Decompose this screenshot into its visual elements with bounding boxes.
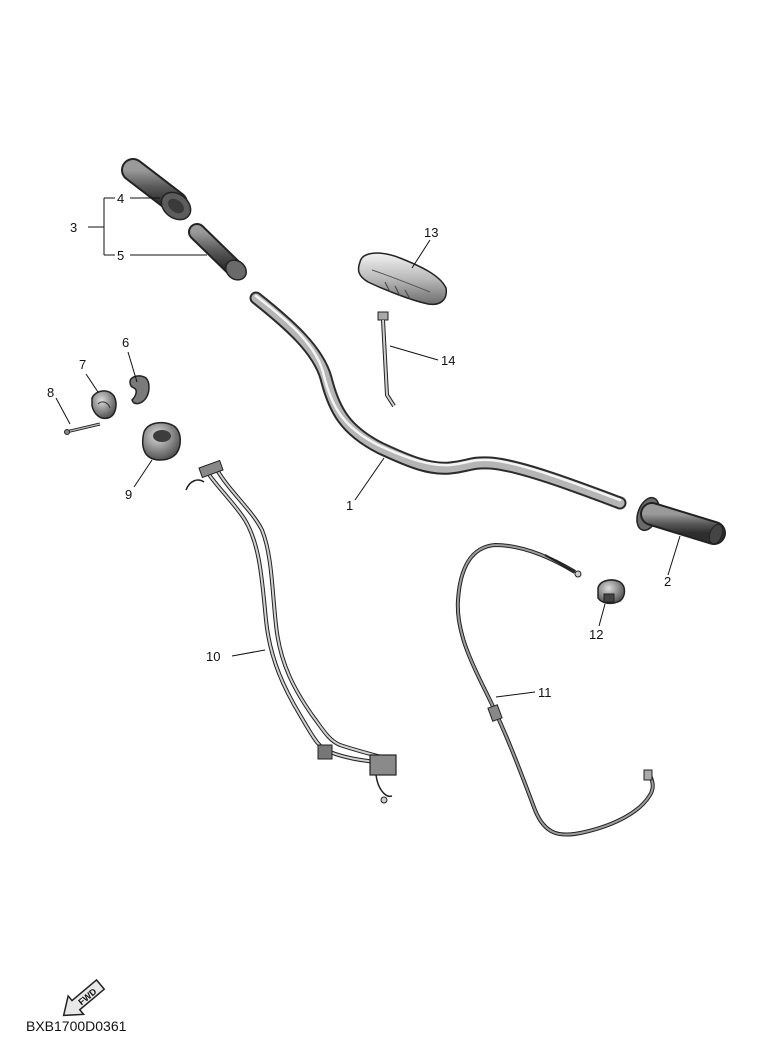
handlebar-part xyxy=(249,291,627,510)
throttle-housing-part xyxy=(141,421,181,461)
callout-11: 11 xyxy=(538,685,552,700)
callout-5: 5 xyxy=(117,248,124,263)
adjuster-part xyxy=(597,579,626,605)
leader-lines xyxy=(55,197,681,698)
callout-9: 9 xyxy=(125,487,132,502)
callout-6: 6 xyxy=(122,335,129,350)
throttle-cable-part xyxy=(185,459,397,804)
callout-numbers: 1 2 3 4 5 6 7 8 9 10 11 12 13 14 xyxy=(47,191,671,700)
throttle-tube-part xyxy=(188,223,247,281)
callout-10: 10 xyxy=(206,649,220,664)
holder-part xyxy=(91,390,117,420)
handlebar-pad-part xyxy=(357,252,448,306)
callout-14: 14 xyxy=(441,353,455,368)
callout-8: 8 xyxy=(47,385,54,400)
left-grip-part xyxy=(121,158,192,221)
callout-2: 2 xyxy=(664,574,671,589)
screw-part xyxy=(64,422,101,435)
callout-3: 3 xyxy=(70,220,77,235)
callout-4: 4 xyxy=(117,191,124,206)
right-grip-part xyxy=(636,496,726,545)
callout-1: 1 xyxy=(346,498,353,513)
callout-13: 13 xyxy=(424,225,438,240)
clamp-upper-part xyxy=(129,375,150,405)
diagram-code: BXB1700D0361 xyxy=(26,1018,127,1034)
clutch-cable-part xyxy=(455,542,655,837)
callout-12: 12 xyxy=(589,627,603,642)
strap-part xyxy=(377,311,396,408)
callout-7: 7 xyxy=(79,357,86,372)
